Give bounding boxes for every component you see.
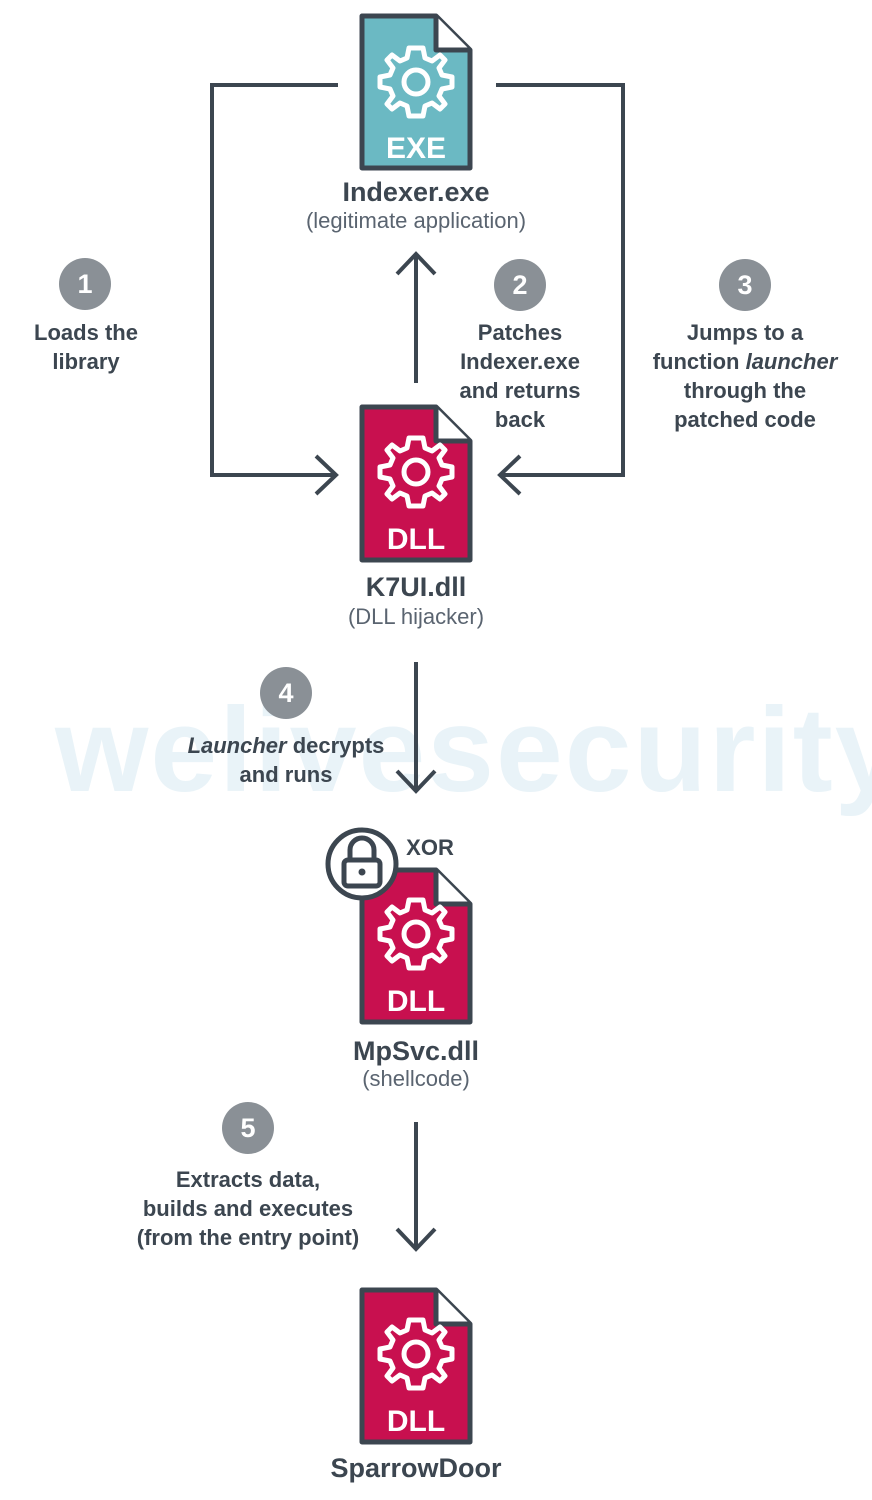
mpsvc-name: MpSvc.dll [352,1036,480,1066]
step-4-badge: 4 [260,667,312,719]
exe-badge: EXE [386,132,446,165]
arrow-patches [395,251,437,383]
k7ui-desc: (DLL hijacker) [347,604,485,629]
lock-icon [325,827,399,901]
indexer-name: Indexer.exe [342,177,490,207]
exe-file-icon: EXE [359,13,473,171]
k7ui-name: K7UI.dll [365,572,467,602]
sparrowdoor-badge: DLL [387,1405,445,1438]
arrow-extracts [395,1122,437,1252]
indexer-desc: (legitimate application) [305,208,527,233]
step-3-badge: 3 [719,259,771,311]
step-2-label: Patches Indexer.exe and returns back [459,320,581,432]
mpsvc-badge: DLL [387,985,445,1018]
sparrowdoor-name: SparrowDoor [330,1453,502,1483]
arrow-jumps-launcher [496,83,625,496]
sparrowdoor-file-icon: DLL [359,1287,473,1445]
step-1-label: Loads the library [34,320,138,374]
step-2-badge: 2 [494,259,546,311]
step-3-label: Jumps to a function launcher through the… [652,320,838,432]
arrow-loads-library [210,83,339,496]
step-5-label: Extracts data, builds and executes (from… [136,1167,360,1250]
mpsvc-dll-file-icon: DLL [359,867,473,1025]
step-4-label: Launcher decrypts and runs [187,733,385,787]
step-1-badge: 1 [59,258,111,310]
arrow-decrypts [395,662,437,794]
mpsvc-desc: (shellcode) [362,1066,470,1091]
k7ui-badge: DLL [387,523,445,556]
xor-label: XOR [406,835,454,860]
step-5-badge: 5 [222,1102,274,1154]
k7ui-dll-file-icon: DLL [359,404,473,563]
watermark: welivesecurity [55,683,872,817]
